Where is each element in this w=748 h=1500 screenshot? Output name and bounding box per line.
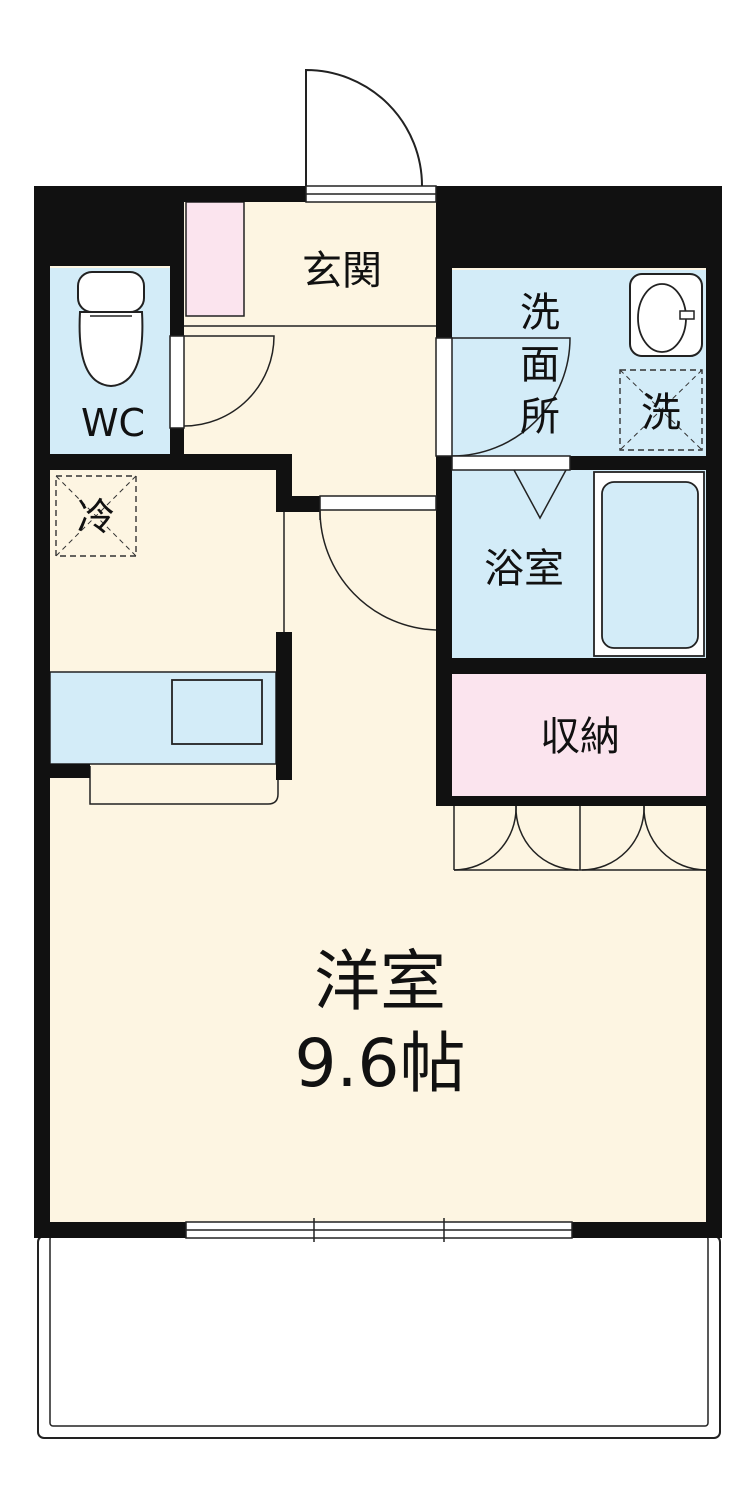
kitchen-sink — [171, 679, 263, 745]
bath-label: 浴室 — [484, 546, 564, 592]
wc-label: WC — [81, 401, 145, 445]
washroom-door — [435, 337, 571, 457]
balcony — [37, 1235, 721, 1439]
shoe-cabinet — [185, 201, 245, 317]
washroom-label-2: 面 — [520, 342, 560, 388]
storage-floor — [452, 674, 706, 796]
washbasin-icon — [629, 273, 703, 357]
main-room-size: 9.6帖 — [295, 1025, 466, 1102]
storage-label: 収納 — [540, 714, 620, 760]
fridge-space-icon — [55, 475, 137, 557]
kitchen-counter — [49, 671, 277, 765]
balcony-window — [185, 1218, 573, 1242]
entrance-label: 玄関 — [302, 248, 382, 294]
bath-door — [451, 455, 571, 520]
washer-space-icon — [619, 369, 703, 451]
toilet-icon — [77, 271, 145, 388]
washer-label: 洗 — [641, 390, 681, 436]
bathtub-icon — [593, 471, 705, 657]
washroom-label-3: 所 — [520, 394, 560, 440]
room-door — [319, 495, 437, 631]
storage-doors — [453, 805, 707, 871]
main-room-label: 洋室 — [314, 943, 446, 1020]
fridge-label: 冷 — [77, 495, 115, 539]
room-labels: 玄関 WC 洗 面 所 洗 冷 浴室 収納 洋室 9.6帖 — [77, 248, 681, 1102]
entrance-door — [305, 68, 437, 203]
wc-door — [169, 335, 275, 429]
washroom-label-1: 洗 — [520, 290, 560, 336]
